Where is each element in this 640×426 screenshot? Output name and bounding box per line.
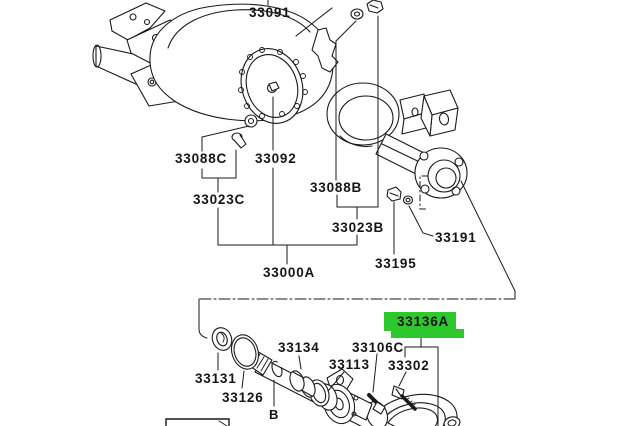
part-label-33023C: 33023C <box>193 192 246 207</box>
part-label-33088C: 33088C <box>175 151 228 166</box>
part-label-33134: 33134 <box>278 340 320 355</box>
part-label-33106C: 33106C <box>352 340 405 355</box>
part-label-33000A: 33000A <box>263 265 316 280</box>
part-label-33195: 33195 <box>375 256 417 271</box>
axle-housing-drawing <box>92 0 468 205</box>
part-label-33088B: 33088B <box>310 180 363 195</box>
part-label-33136A-highlighted: 33136A <box>397 314 450 329</box>
leader-lines <box>165 0 439 426</box>
highlight-marker <box>384 312 464 338</box>
part-label-33091: 33091 <box>249 5 291 20</box>
view-note-label-B: B <box>269 407 279 422</box>
part-label-33126: 33126 <box>222 390 264 405</box>
axle-shaft-drawing <box>211 327 461 426</box>
group-bracket-lines <box>198 175 516 339</box>
part-label-33191: 33191 <box>435 230 477 245</box>
part-label-33131: 33131 <box>195 371 237 386</box>
part-label-33113: 33113 <box>329 357 370 372</box>
part-label-33302: 33302 <box>388 358 430 373</box>
part-label-33092: 33092 <box>255 151 297 166</box>
part-label-33023B: 33023B <box>332 220 385 235</box>
